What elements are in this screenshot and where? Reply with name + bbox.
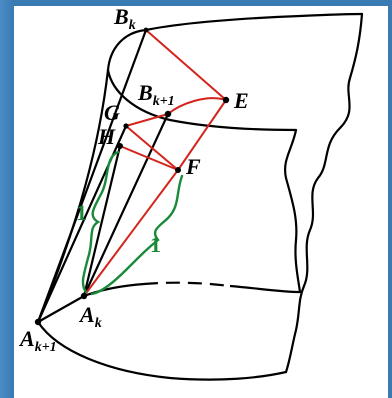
point-bk	[143, 27, 149, 33]
hk-to-ak	[82, 144, 122, 298]
inner-ridge	[284, 128, 302, 294]
label-h: H	[97, 124, 116, 149]
point-bkplus1	[164, 110, 172, 118]
left-edge	[36, 68, 110, 324]
g-to-bkplus1	[125, 113, 169, 127]
bottom-back-solid	[82, 282, 146, 298]
point-e	[222, 96, 230, 104]
unit-brace-left	[81, 150, 120, 294]
point-g	[123, 123, 129, 129]
akplus1-to-ak	[36, 294, 86, 324]
slide-frame-accent	[0, 0, 14, 398]
top-curve-back	[106, 12, 364, 72]
f-to-e	[177, 99, 227, 171]
point-h	[117, 143, 123, 149]
h-to-f	[119, 145, 179, 171]
bottom-back-dashed	[143, 281, 231, 288]
right-edge	[284, 12, 364, 374]
label-bkplus1: Bk+1	[137, 80, 175, 109]
bkplus1-to-e	[167, 97, 227, 115]
bk-to-e	[145, 29, 227, 101]
bottom-back-right	[229, 284, 301, 294]
bottom-curve	[36, 320, 288, 381]
point-f	[175, 167, 181, 173]
label-g: G	[104, 100, 120, 125]
bkplus1-to-ak	[82, 112, 170, 298]
ak-to-f	[83, 169, 179, 297]
label-f: F	[185, 154, 201, 179]
point-akplus1	[34, 318, 42, 326]
unit-label-left: 1	[76, 200, 87, 225]
unit-brace-right	[90, 174, 184, 296]
label-akplus1: Ak+1	[18, 326, 57, 355]
bk-to-akplus1	[36, 28, 148, 324]
label-ak: Ak	[78, 302, 102, 331]
unit-label-right: 1	[150, 232, 161, 257]
label-bk: Bk	[113, 4, 136, 33]
point-ak	[80, 292, 88, 300]
g-to-f	[125, 125, 179, 171]
top-curve-front	[106, 68, 298, 132]
label-e: E	[233, 88, 249, 113]
diagram-canvas	[14, 6, 388, 398]
